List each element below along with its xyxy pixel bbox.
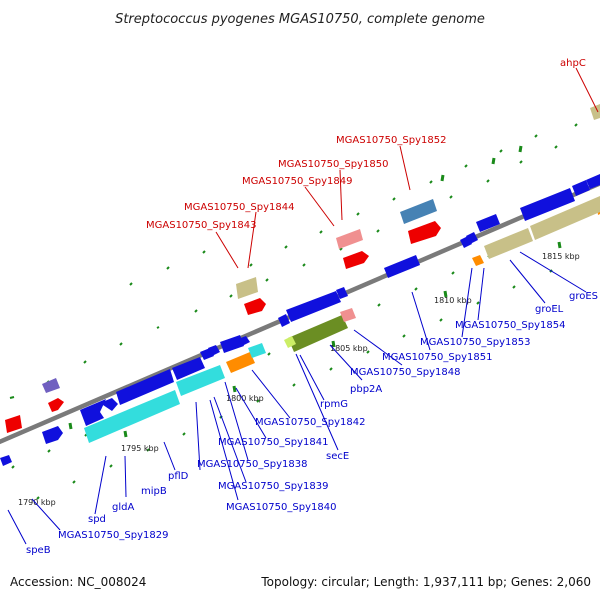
scale-labels: 1790 kbp 1795 kbp 1800 kbp 1805 kbp 1810… — [18, 252, 580, 507]
gene-label-pflD: pflD — [168, 471, 189, 482]
gene-label-spd: spd — [88, 514, 106, 525]
gene-label-spy1841: MGAS10750_Spy1841 — [218, 437, 328, 448]
gene-label-spy1848: MGAS10750_Spy1848 — [350, 367, 460, 378]
gene-label-spy1844: MGAS10750_Spy1844 — [184, 202, 294, 213]
gene-label-groES: groES — [569, 291, 598, 302]
gene-label-spy1850: MGAS10750_Spy1850 — [278, 159, 388, 170]
gene-label-spy1849: MGAS10750_Spy1849 — [242, 176, 352, 187]
gene-label-groEL: groEL — [535, 304, 564, 315]
gene-label-spy1854: MGAS10750_Spy1854 — [455, 320, 565, 331]
reverse-strand-features — [0, 174, 600, 466]
top-label-leaders — [215, 67, 599, 269]
scale-label: 1800 kbp — [226, 394, 264, 403]
bottom-label-leaders — [7, 251, 587, 545]
gene-label-ahpC: ahpC — [560, 58, 586, 69]
gene-label-spy1851: MGAS10750_Spy1851 — [382, 352, 492, 363]
scale-label: 1810 kbp — [434, 296, 472, 305]
bottom-gene-labels: groES groEL MGAS10750_Spy1854 MGAS10750_… — [26, 291, 598, 556]
top-gene-labels: ahpC MGAS10750_Spy1852 MGAS10750_Spy1850… — [146, 58, 586, 231]
gene-label-mipB: mipB — [141, 486, 167, 497]
forward-strand-features — [5, 104, 600, 433]
gene-label-spy1838: MGAS10750_Spy1838 — [197, 459, 307, 470]
gene-label-secE: secE — [326, 451, 349, 462]
gene-label-spy1852: MGAS10750_Spy1852 — [336, 135, 446, 146]
scale-label: 1795 kbp — [121, 444, 159, 453]
scale-label: 1815 kbp — [542, 252, 580, 261]
gene-label-spy1842: MGAS10750_Spy1842 — [255, 417, 365, 428]
gene-label-gldA: gldA — [112, 502, 134, 513]
gene-label-spy1853: MGAS10750_Spy1853 — [420, 337, 530, 348]
gene-label-rpmG: rpmG — [320, 399, 348, 410]
gene-label-pbp2A: pbp2A — [350, 384, 382, 395]
scale-label: 1790 kbp — [18, 498, 56, 507]
accession-text: Accession: NC_008024 — [10, 575, 146, 589]
gene-label-spy1829: MGAS10750_Spy1829 — [58, 530, 168, 541]
genome-summary-text: Topology: circular; Length: 1,937,111 bp… — [260, 575, 591, 589]
scale-label: 1805 kbp — [330, 344, 368, 353]
gene-label-spy1843: MGAS10750_Spy1843 — [146, 220, 256, 231]
gene-label-spy1839: MGAS10750_Spy1839 — [218, 481, 328, 492]
gene-label-spy1840: MGAS10750_Spy1840 — [226, 502, 336, 513]
map-title: Streptococcus pyogenes MGAS10750, comple… — [115, 12, 485, 27]
gene-label-speB: speB — [26, 545, 51, 556]
